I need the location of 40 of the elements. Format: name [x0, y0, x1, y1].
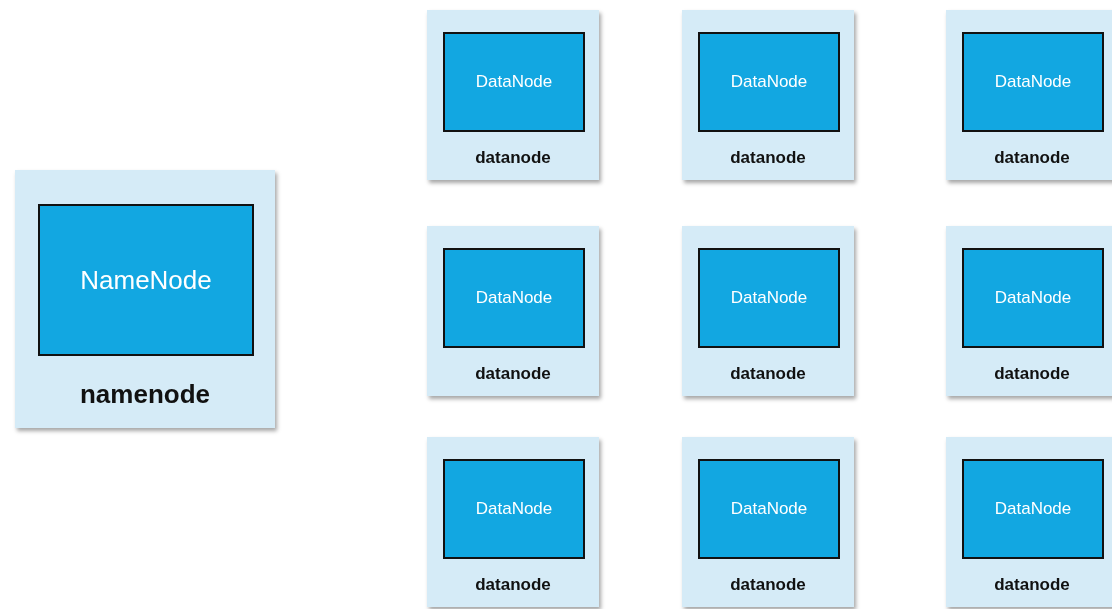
- server-panel: [427, 226, 599, 396]
- server-panel: [682, 437, 854, 607]
- node-label: DataNode: [730, 499, 808, 519]
- node-label: datanode: [993, 148, 1071, 168]
- process-box: [698, 248, 840, 348]
- process-box: [962, 32, 1104, 132]
- node-label: DataNode: [730, 288, 808, 308]
- node-label: namenode: [79, 379, 211, 410]
- process-box: [443, 32, 585, 132]
- process-box: [698, 32, 840, 132]
- node-label: datanode: [729, 148, 807, 168]
- node-label: DataNode: [994, 499, 1072, 519]
- server-panel: [682, 10, 854, 180]
- node-label: DataNode: [730, 72, 808, 92]
- server-panel: [682, 226, 854, 396]
- process-box: [698, 459, 840, 559]
- server-panel: [946, 226, 1112, 396]
- node-label: DataNode: [475, 72, 553, 92]
- node-label: datanode: [474, 575, 552, 595]
- node-label: DataNode: [994, 72, 1072, 92]
- process-box: [38, 204, 254, 356]
- process-box: [443, 459, 585, 559]
- node-label: datanode: [474, 148, 552, 168]
- node-label: NameNode: [80, 264, 212, 296]
- process-box: [962, 459, 1104, 559]
- node-label: datanode: [993, 575, 1071, 595]
- server-panel: [427, 437, 599, 607]
- node-label: DataNode: [475, 288, 553, 308]
- node-label: datanode: [729, 364, 807, 384]
- process-box: [443, 248, 585, 348]
- node-label: datanode: [474, 364, 552, 384]
- server-panel: [946, 10, 1112, 180]
- node-label: datanode: [993, 364, 1071, 384]
- server-panel: [15, 170, 275, 428]
- node-label: datanode: [729, 575, 807, 595]
- node-label: DataNode: [994, 288, 1072, 308]
- process-box: [962, 248, 1104, 348]
- server-panel: [427, 10, 599, 180]
- server-panel: [946, 437, 1112, 607]
- node-label: DataNode: [475, 499, 553, 519]
